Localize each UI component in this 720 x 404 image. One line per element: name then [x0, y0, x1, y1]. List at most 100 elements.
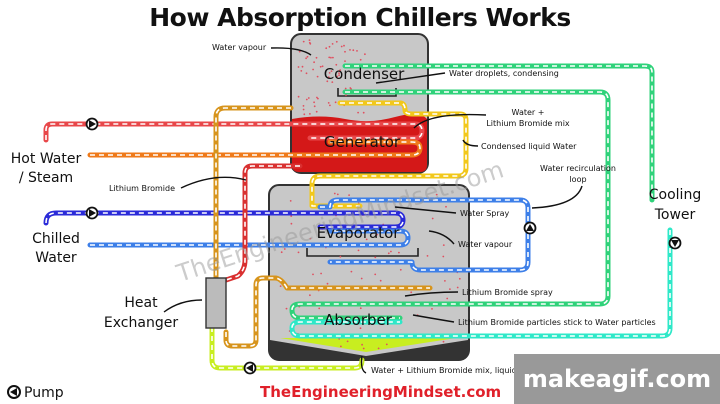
- leader-line: [412, 314, 455, 323]
- hot-water-label-line2: / Steam: [19, 170, 73, 186]
- hot-water-label-line1: Hot Water: [11, 151, 82, 167]
- vapour-dot: [445, 205, 447, 208]
- vapour-dot: [442, 244, 445, 247]
- leader-line: [375, 72, 446, 84]
- vapour-dot: [309, 113, 311, 115]
- vapour-dot: [318, 307, 321, 310]
- chilled-water-label-line2: Water: [35, 250, 77, 266]
- pump-icon: [243, 361, 257, 375]
- vapour-dot: [335, 40, 338, 43]
- vapour-dot: [333, 192, 336, 195]
- vapour-dot: [344, 60, 346, 62]
- vapour-dot: [316, 75, 319, 78]
- vapour-dot: [297, 66, 300, 68]
- pump-icon: [668, 236, 682, 250]
- vapour-dot: [316, 96, 318, 99]
- vapour-dot: [290, 222, 293, 225]
- vapour-dot: [344, 50, 346, 53]
- vapour-dot: [374, 273, 377, 276]
- absorber-sump: [270, 340, 468, 360]
- vapour-dot: [303, 113, 306, 116]
- vapour-dot: [348, 194, 350, 197]
- vapour-dot: [298, 50, 301, 53]
- vapour-dot: [449, 288, 451, 290]
- vapour-dot: [327, 76, 330, 79]
- pump-arrow: [10, 388, 17, 396]
- vapour-dot: [331, 81, 334, 83]
- pumps: [85, 117, 682, 375]
- diagram-title: How Absorption Chillers Works: [149, 3, 571, 32]
- vapour-dot: [362, 111, 365, 114]
- vapour-dot: [390, 250, 392, 253]
- vapour-dot: [335, 63, 338, 66]
- vapour-dot: [334, 101, 337, 104]
- weak-libr-pipe-flow-dashes: [215, 107, 430, 347]
- vapour-dot: [307, 97, 310, 99]
- vapour-dot: [435, 193, 438, 196]
- makeagif-badge: [514, 354, 720, 404]
- vapour-dot: [344, 87, 347, 90]
- vapour-dot: [302, 108, 305, 111]
- evaporator-label: Evaporator: [317, 224, 401, 242]
- generator-label: Generator: [324, 133, 401, 151]
- vapour-dot: [305, 72, 308, 75]
- vapour-dot: [338, 72, 340, 74]
- vapour-dot: [328, 45, 331, 48]
- vapour-dot: [398, 251, 400, 254]
- vapour-dot: [321, 65, 324, 68]
- leader-line: [531, 185, 583, 209]
- cooling-return-pipe-flow-dashes: [291, 230, 671, 337]
- leader-line: [180, 176, 247, 189]
- vapour-dot: [279, 285, 282, 287]
- vapour-dot: [446, 297, 449, 300]
- vapour-dot: [359, 58, 362, 61]
- vapour-dot: [352, 49, 355, 52]
- vapour-dot: [360, 277, 363, 280]
- vapour-dot: [336, 75, 339, 78]
- hot-water-supply-pipe-flow-dashes: [45, 123, 423, 140]
- vapour-dot: [326, 282, 329, 285]
- makeagif-text: makeagif.com: [523, 365, 711, 393]
- chilled-water-return-pipe: [87, 228, 411, 248]
- refrigerant-pipe-flow-dashes: [311, 102, 467, 207]
- vapour-dot: [387, 252, 390, 255]
- annotation-water-vapour-top: Water vapour: [212, 43, 267, 52]
- vapour-dot: [312, 273, 314, 276]
- vapour-dot: [338, 74, 340, 77]
- vapour-dot: [442, 340, 445, 343]
- vapour-dot: [313, 61, 315, 64]
- vapour-dot: [302, 40, 305, 43]
- vapour-dot: [444, 280, 446, 282]
- vapour-dot: [442, 255, 445, 258]
- vapour-dot: [297, 95, 300, 98]
- vapour-dot: [328, 56, 331, 59]
- vapour-dot: [339, 69, 342, 71]
- leader-line: [394, 206, 457, 214]
- vapour-dot: [359, 327, 362, 330]
- chilled-water-supply-pipe-flow-dashes: [45, 212, 404, 228]
- annotation-mix-line1: Water +: [512, 108, 545, 117]
- annotation-libr-spray: Lithium Bromide spray: [462, 288, 553, 297]
- vapour-dot: [313, 105, 316, 108]
- vapour-dot: [308, 39, 311, 41]
- mix-liquid-pipe-flow-dashes: [211, 282, 363, 369]
- annotation-libr-stick: Lithium Bromide particles stick to Water…: [458, 318, 656, 327]
- cooling-supply-pipe-flow-dashes: [291, 65, 653, 319]
- annotation-water-droplets: Water droplets, condensing: [449, 69, 559, 78]
- vapour-dot: [399, 268, 402, 271]
- vapour-dot: [410, 291, 413, 294]
- vapour-dot: [297, 251, 300, 254]
- vapour-dot: [426, 255, 429, 257]
- vapour-dot: [345, 94, 347, 97]
- site-credit: TheEngineeringMindset.com: [260, 383, 501, 401]
- evaporator-tray: [306, 248, 419, 257]
- annotation-water-vapour-evap: Water vapour: [458, 240, 513, 249]
- vapour-dot: [302, 105, 305, 107]
- vapour-dot: [431, 217, 434, 220]
- recirc-loop-pipe-flow-dashes: [320, 199, 529, 271]
- annotation-lithium-bromide: Lithium Bromide: [109, 184, 175, 193]
- vapour-dot: [290, 215, 293, 218]
- vapour-dot: [332, 56, 334, 59]
- vapour-dot: [349, 49, 351, 51]
- annotation-mix-line2: Lithium Bromide mix: [486, 119, 570, 128]
